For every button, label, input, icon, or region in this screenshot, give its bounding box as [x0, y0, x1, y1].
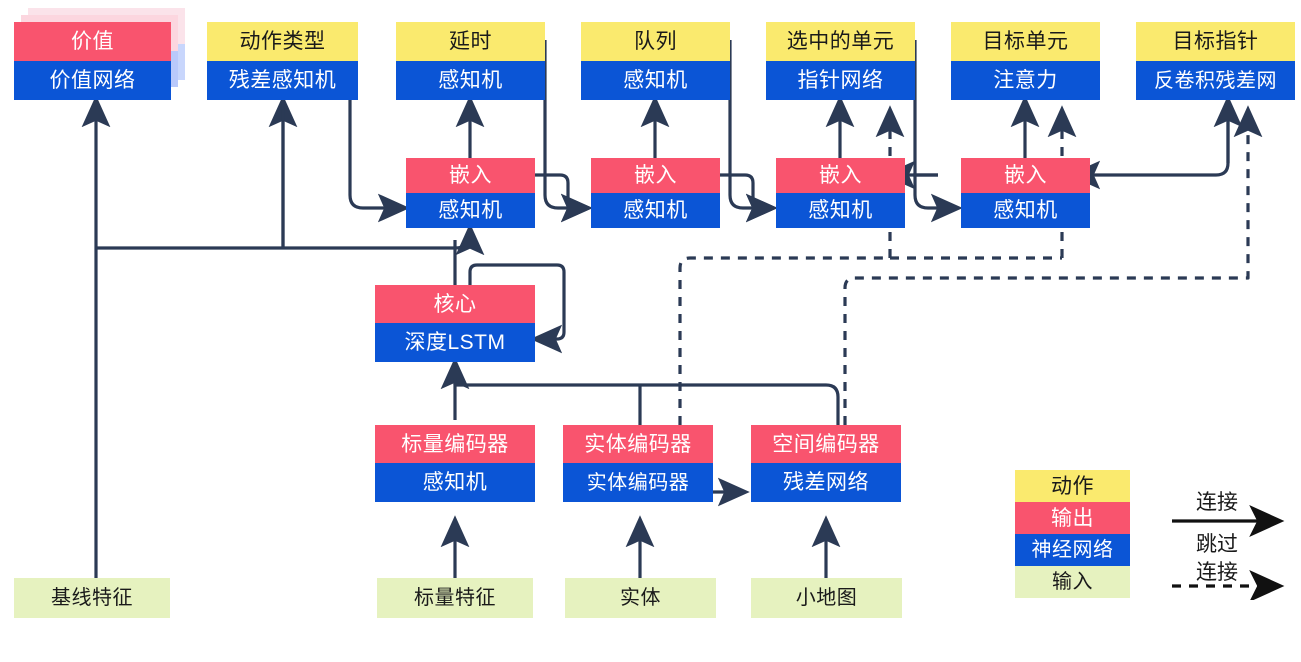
legend-swatch-output: 输出 — [1015, 502, 1130, 534]
node-delay-bottom: 感知机 — [396, 61, 545, 100]
node-embed-1-bottom: 感知机 — [406, 193, 535, 228]
node-action-type-top: 动作类型 — [207, 22, 358, 61]
node-entity-encoder[interactable]: 实体编码器 实体编码器 — [563, 425, 713, 502]
node-entity-encoder-bottom: 实体编码器 — [563, 463, 713, 502]
node-embed-2-top: 嵌入 — [591, 158, 720, 193]
node-embed-2-bottom: 感知机 — [591, 193, 720, 228]
node-embed-3-top: 嵌入 — [776, 158, 905, 193]
legend-swatch-neural-network: 神经网络 — [1015, 534, 1130, 566]
node-scalar-encoder[interactable]: 标量编码器 感知机 — [375, 425, 535, 502]
node-delay-top: 延时 — [396, 22, 545, 61]
node-embed-1-top: 嵌入 — [406, 158, 535, 193]
node-target-unit[interactable]: 目标单元 注意力 — [951, 22, 1100, 100]
node-value-bottom: 价值网络 — [14, 61, 171, 100]
node-baseline-features-label: 基线特征 — [14, 578, 170, 618]
node-delay[interactable]: 延时 感知机 — [396, 22, 545, 100]
node-core-bottom: 深度LSTM — [375, 323, 535, 362]
node-queue-top: 队列 — [581, 22, 730, 61]
node-value[interactable]: 价值 价值网络 — [14, 22, 171, 100]
node-target-unit-bottom: 注意力 — [951, 61, 1100, 100]
node-target-point-bottom: 反卷积残差网 — [1136, 61, 1295, 100]
node-target-point-top: 目标指针 — [1136, 22, 1295, 61]
node-baseline-features[interactable]: 基线特征 — [14, 578, 170, 618]
legend-skip-label-line1: 跳过 — [1196, 533, 1238, 556]
node-embed-2[interactable]: 嵌入 感知机 — [591, 158, 720, 228]
node-spatial-encoder[interactable]: 空间编码器 残差网络 — [751, 425, 901, 502]
node-entities-label: 实体 — [565, 578, 716, 618]
node-selected-units-top: 选中的单元 — [766, 22, 915, 61]
node-minimap[interactable]: 小地图 — [751, 578, 902, 618]
node-queue-bottom: 感知机 — [581, 61, 730, 100]
node-value-top: 价值 — [14, 22, 171, 61]
node-entities[interactable]: 实体 — [565, 578, 716, 618]
node-action-type-bottom: 残差感知机 — [207, 61, 358, 100]
node-selected-units-bottom: 指针网络 — [766, 61, 915, 100]
node-minimap-label: 小地图 — [751, 578, 902, 618]
node-selected-units[interactable]: 选中的单元 指针网络 — [766, 22, 915, 100]
node-scalar-features[interactable]: 标量特征 — [377, 578, 533, 618]
node-embed-1[interactable]: 嵌入 感知机 — [406, 158, 535, 228]
node-core-top: 核心 — [375, 285, 535, 323]
legend-swatch-action: 动作 — [1015, 470, 1130, 502]
node-spatial-encoder-bottom: 残差网络 — [751, 463, 901, 502]
node-embed-3-bottom: 感知机 — [776, 193, 905, 228]
node-scalar-features-label: 标量特征 — [377, 578, 533, 618]
legend-connection-label: 连接 — [1196, 491, 1238, 514]
node-spatial-encoder-top: 空间编码器 — [751, 425, 901, 463]
node-embed-4-top: 嵌入 — [961, 158, 1090, 193]
node-embed-4-bottom: 感知机 — [961, 193, 1090, 228]
legend-skip-label-line2: 连接 — [1196, 561, 1238, 584]
node-entity-encoder-top: 实体编码器 — [563, 425, 713, 463]
node-core[interactable]: 核心 深度LSTM — [375, 285, 535, 362]
node-target-unit-top: 目标单元 — [951, 22, 1100, 61]
node-action-type[interactable]: 动作类型 残差感知机 — [207, 22, 358, 100]
legend-arrow-icons — [1172, 505, 1285, 600]
legend-swatch-input: 输入 — [1015, 566, 1130, 598]
legend-swatches: 动作 输出 神经网络 输入 — [1015, 470, 1130, 598]
node-target-point[interactable]: 目标指针 反卷积残差网 — [1136, 22, 1295, 100]
node-scalar-encoder-bottom: 感知机 — [375, 463, 535, 502]
node-queue[interactable]: 队列 感知机 — [581, 22, 730, 100]
node-embed-3[interactable]: 嵌入 感知机 — [776, 158, 905, 228]
node-embed-4[interactable]: 嵌入 感知机 — [961, 158, 1090, 228]
node-scalar-encoder-top: 标量编码器 — [375, 425, 535, 463]
